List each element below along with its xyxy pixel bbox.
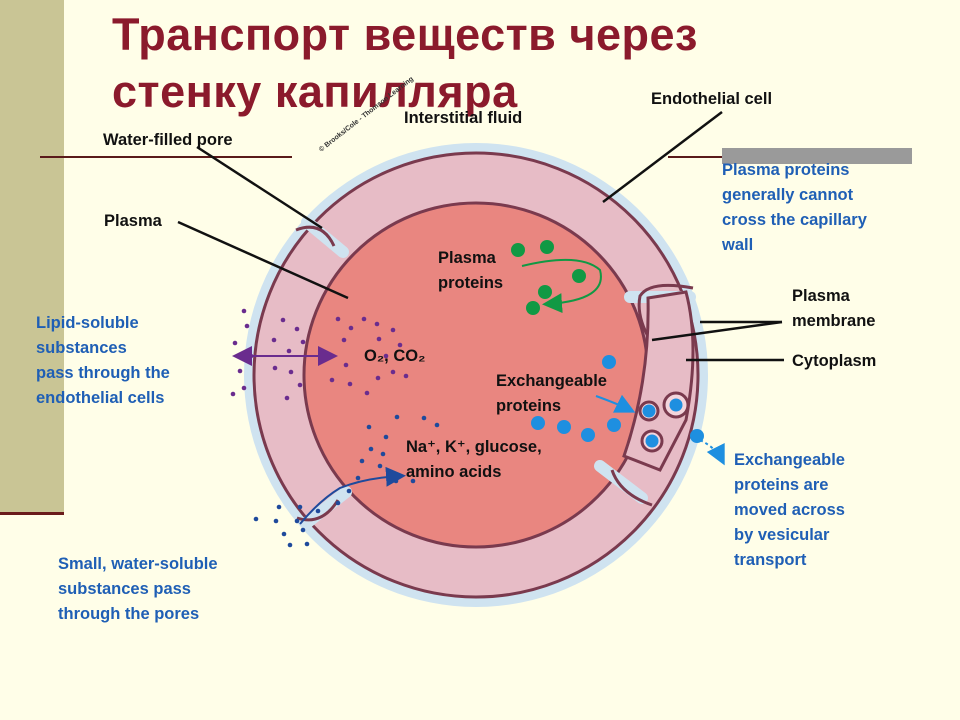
exchangeable-arrow-outer: [699, 439, 725, 466]
note-cannot-cross-line-4: wall: [722, 236, 754, 254]
note-lipid-soluble: Lipid-soluble substances pass through th…: [36, 311, 170, 411]
note-plasma-proteins-cannot-cross: Plasma proteins generally cannot cross t…: [722, 158, 867, 258]
label-gases: O₂, CO₂: [364, 347, 426, 365]
note-water-soluble-line-2: substances pass: [58, 580, 191, 598]
label-water-filled-pore: Water-filled pore: [103, 131, 233, 149]
exchangeable-protein-dots: [531, 355, 704, 443]
pore-lower-right: [594, 460, 648, 504]
note-water-soluble: Small, water-soluble substances pass thr…: [58, 552, 218, 627]
label-small-solutes: Na⁺, K⁺, glucose, amino acids: [406, 435, 542, 485]
label-plasma-membrane: Plasma membrane: [792, 284, 875, 334]
note-cannot-cross-line-1: Plasma proteins: [722, 161, 850, 179]
decor-line-left: [40, 156, 292, 158]
note-cannot-cross-line-3: cross the capillary: [722, 211, 867, 229]
label-cytoplasm: Cytoplasm: [792, 352, 877, 370]
note-cannot-cross-line-2: generally cannot: [722, 186, 854, 204]
plasma-protein-loop-arrow: [521, 258, 602, 314]
label-interstitial-fluid: Interstitial fluid: [404, 109, 523, 127]
label-plasma-proteins: Plasma proteins: [438, 246, 503, 296]
note-vesicular-line-4: by vesicular: [734, 526, 830, 544]
label-exchangeable-proteins: Exchangeable proteins: [496, 369, 607, 419]
label-small-solutes-line-1: Na⁺, K⁺, glucose,: [406, 438, 542, 456]
note-vesicular-transport: Exchangeable proteins are moved across b…: [734, 448, 845, 573]
note-vesicular-line-2: proteins are: [734, 476, 829, 494]
leader-plasma: [177, 220, 349, 300]
label-small-solutes-line-2: amino acids: [406, 463, 502, 481]
note-lipid-soluble-line-4: endothelial cells: [36, 389, 165, 407]
label-plasma-proteins-line-1: Plasma: [438, 249, 496, 267]
label-exchangeable-proteins-line-1: Exchangeable: [496, 372, 607, 390]
note-vesicular-line-3: moved across: [734, 501, 845, 519]
title-line-1: Транспорт веществ через: [112, 9, 698, 60]
note-lipid-soluble-line-2: substances: [36, 339, 127, 357]
exchangeable-arrow-inner: [595, 394, 636, 413]
label-plasma-proteins-line-2: proteins: [438, 274, 504, 292]
water-soluble-arrow: [299, 466, 406, 525]
plasma-protein-dots: [511, 240, 586, 315]
label-plasma: Plasma: [104, 212, 162, 230]
note-vesicular-line-1: Exchangeable: [734, 451, 845, 469]
note-water-soluble-line-3: through the pores: [58, 605, 200, 623]
title-line-2: стенку капилляра: [112, 66, 518, 117]
note-water-soluble-line-1: Small, water-soluble: [58, 555, 218, 573]
label-endothelial-cell: Endothelial cell: [651, 90, 773, 108]
left-decor-bar: [0, 0, 64, 515]
slide-title: Транспорт веществ через стенку капилляра: [112, 6, 698, 120]
note-vesicular-line-5: transport: [734, 551, 807, 569]
note-lipid-soluble-line-3: pass through the: [36, 364, 170, 382]
pore-lower-left: [302, 486, 352, 528]
leader-water-filled-pore: [196, 145, 323, 230]
leader-plasma-membrane-1: [651, 320, 783, 342]
note-lipid-soluble-line-1: Lipid-soluble: [36, 314, 139, 332]
cell-boundaries: [295, 225, 694, 522]
label-plasma-membrane-line-2: membrane: [792, 312, 876, 330]
leader-endothelial-cell: [602, 111, 723, 203]
label-exchangeable-proteins-line-2: proteins: [496, 397, 562, 415]
decor-gray-block: [722, 148, 912, 164]
water-soluble-dots: [253, 414, 440, 548]
leader-lines: [177, 111, 784, 362]
vesicles: [638, 391, 690, 453]
label-plasma-membrane-line-1: Plasma: [792, 287, 850, 305]
